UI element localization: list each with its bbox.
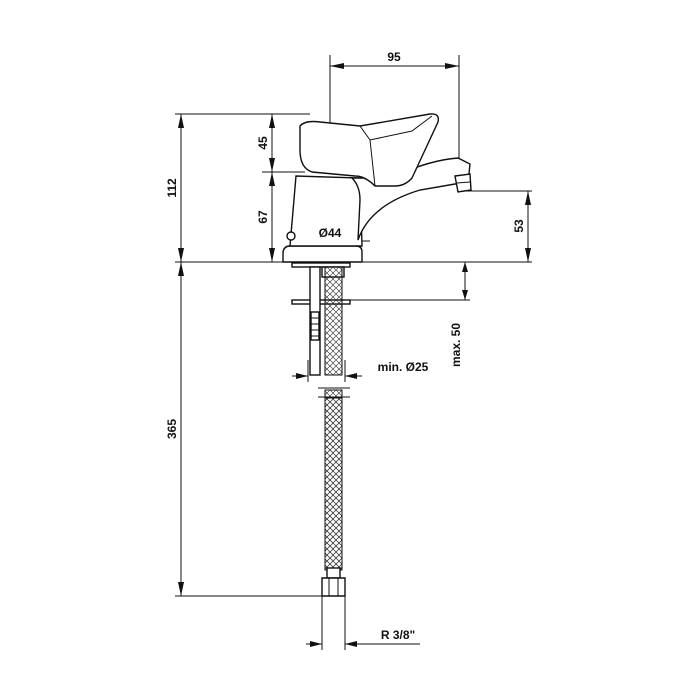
label-handle-height: 45 <box>256 136 270 150</box>
label-overall-height: 112 <box>165 178 179 198</box>
label-min-hole-diameter: min. Ø25 <box>378 360 429 374</box>
label-hose-length: 365 <box>165 419 179 439</box>
dimension-labels: 95 112 45 67 Ø44 53 max. 50 min. Ø25 365… <box>165 50 526 642</box>
label-spout-outlet-height: 53 <box>512 219 526 233</box>
flexible-hose <box>318 266 350 597</box>
label-spout-reach: 95 <box>387 50 401 64</box>
label-thread-size: R 3/8" <box>381 628 415 642</box>
label-max-deck-thickness: max. 50 <box>449 323 463 367</box>
dimension-lines <box>178 63 531 647</box>
label-base-diameter: Ø44 <box>319 226 342 240</box>
faucet-body <box>282 113 472 263</box>
label-body-height: 67 <box>256 210 270 224</box>
